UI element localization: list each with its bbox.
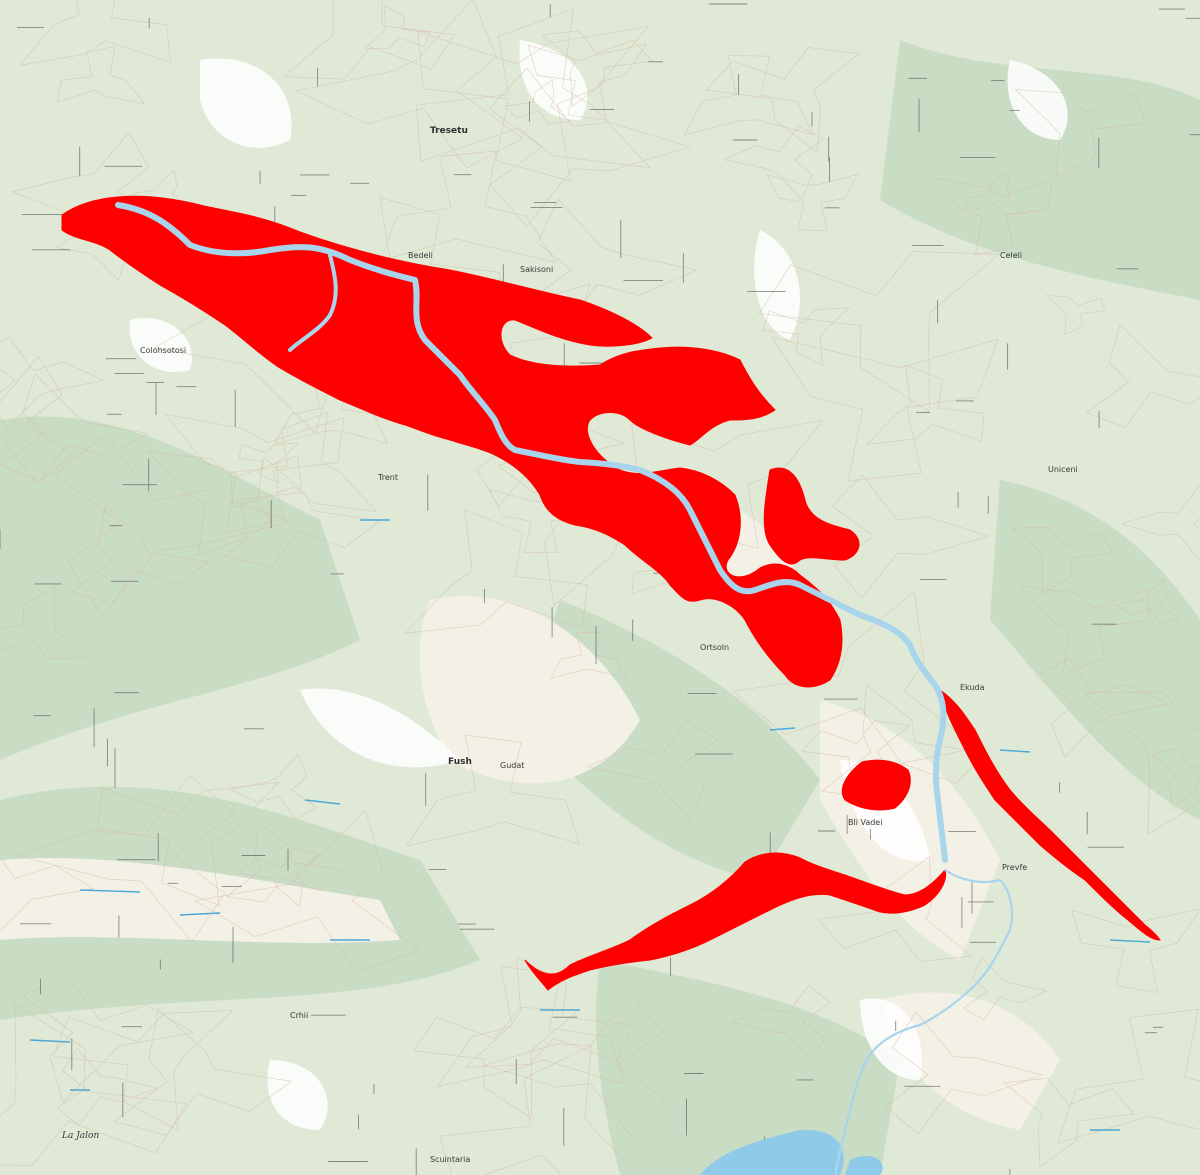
contour-line	[146, 451, 302, 557]
contour-line	[817, 856, 973, 962]
place-label: Bli Vadei	[848, 818, 882, 827]
flood-extent	[61, 195, 1161, 991]
contour-line	[550, 632, 627, 679]
contour-line	[541, 30, 653, 107]
contour-line	[1035, 658, 1168, 758]
contour-line	[884, 1011, 1043, 1135]
place-label: Gudat	[500, 761, 524, 770]
contour-line	[405, 734, 580, 847]
contour-line	[504, 78, 572, 125]
place-label: Uniceni	[1048, 465, 1078, 474]
place-label: La Jalon	[61, 1131, 99, 1141]
main-river	[115, 202, 1014, 1175]
contour-line	[731, 590, 979, 764]
place-label: Prevfe	[1002, 863, 1027, 872]
contour-line	[1003, 1078, 1135, 1168]
place-label: Fush	[448, 757, 472, 767]
contour-line	[70, 505, 209, 604]
contour-line	[519, 198, 697, 333]
contour-line	[53, 434, 291, 617]
contour-line	[1149, 748, 1200, 810]
contour-line	[771, 336, 999, 482]
contour-line	[766, 174, 859, 231]
contour-line	[1114, 578, 1179, 625]
contour-line	[762, 307, 850, 366]
place-label: Ekuda	[960, 683, 985, 692]
place-label: Sakisoni	[520, 265, 553, 274]
streams	[29, 519, 1151, 1131]
contour-line	[282, 0, 455, 80]
contour-line	[57, 45, 146, 105]
place-label: Colohsotosi	[140, 346, 186, 355]
contour-line	[723, 125, 824, 201]
contour-line	[1120, 485, 1200, 563]
contour-line	[1012, 527, 1114, 595]
place-label: Ortsoln	[700, 643, 729, 652]
contour-line	[586, 720, 719, 820]
contour-line	[705, 47, 860, 154]
contour-line	[237, 848, 321, 907]
contour-line	[0, 373, 148, 482]
contour-line	[1019, 585, 1150, 675]
contour-line	[1045, 295, 1106, 336]
contour-line	[831, 474, 989, 599]
contour-line	[229, 754, 318, 820]
contour-line	[1057, 1008, 1200, 1144]
place-label: Scuintaria	[430, 1155, 470, 1164]
contour-line	[935, 178, 1053, 256]
place-label: Tresetu	[430, 126, 468, 136]
contour-line	[363, 4, 431, 50]
contour-line	[1071, 908, 1200, 993]
contour-line	[56, 1047, 158, 1126]
contour-line	[21, 977, 194, 1103]
contour-line	[230, 412, 378, 513]
contour-line	[96, 782, 280, 906]
contour-line	[52, 1009, 234, 1131]
contour-line	[821, 684, 987, 799]
contour-line	[1084, 691, 1200, 835]
contour-line	[379, 150, 557, 263]
place-label: Celeli	[1000, 251, 1022, 260]
contour-line	[0, 1003, 187, 1167]
contour-line	[436, 965, 625, 1087]
contour-line	[484, 993, 666, 1136]
contour-line	[238, 442, 299, 483]
contour-line	[404, 509, 589, 634]
contour-line	[683, 55, 814, 136]
lakes	[700, 1129, 883, 1175]
contour-line	[165, 414, 345, 534]
contour-line	[0, 337, 104, 432]
contour-line	[194, 809, 420, 973]
contour-line	[464, 956, 632, 1068]
contour-line	[488, 67, 690, 228]
contour-line	[0, 585, 88, 659]
contour-line	[295, 0, 524, 169]
contour-line	[758, 251, 1000, 413]
contour-line	[730, 984, 831, 1062]
place-label: Trent	[377, 473, 398, 482]
place-label: Bedeli	[408, 251, 433, 260]
contour-line	[113, 1008, 292, 1136]
contour-line	[226, 821, 343, 903]
contour-line	[19, 0, 171, 66]
contour-line	[416, 8, 652, 169]
contour-line	[18, 774, 235, 943]
contour-line	[0, 355, 73, 485]
contour-line	[417, 26, 649, 182]
contour-line	[962, 956, 1047, 1021]
place-label: Crhii	[290, 1011, 308, 1020]
contour-line	[1086, 323, 1200, 428]
forest-areas	[0, 40, 1200, 1175]
contour-line	[527, 43, 648, 121]
place-labels: TresetuBedeliSakisoniColohsotosiTrentFus…	[61, 126, 1078, 1164]
urban-areas	[129, 40, 1068, 1130]
contour-line	[866, 364, 985, 445]
contour-line	[439, 1045, 642, 1175]
contour-line	[413, 1007, 580, 1119]
contour-line	[0, 857, 94, 932]
contour-line	[1014, 89, 1146, 177]
